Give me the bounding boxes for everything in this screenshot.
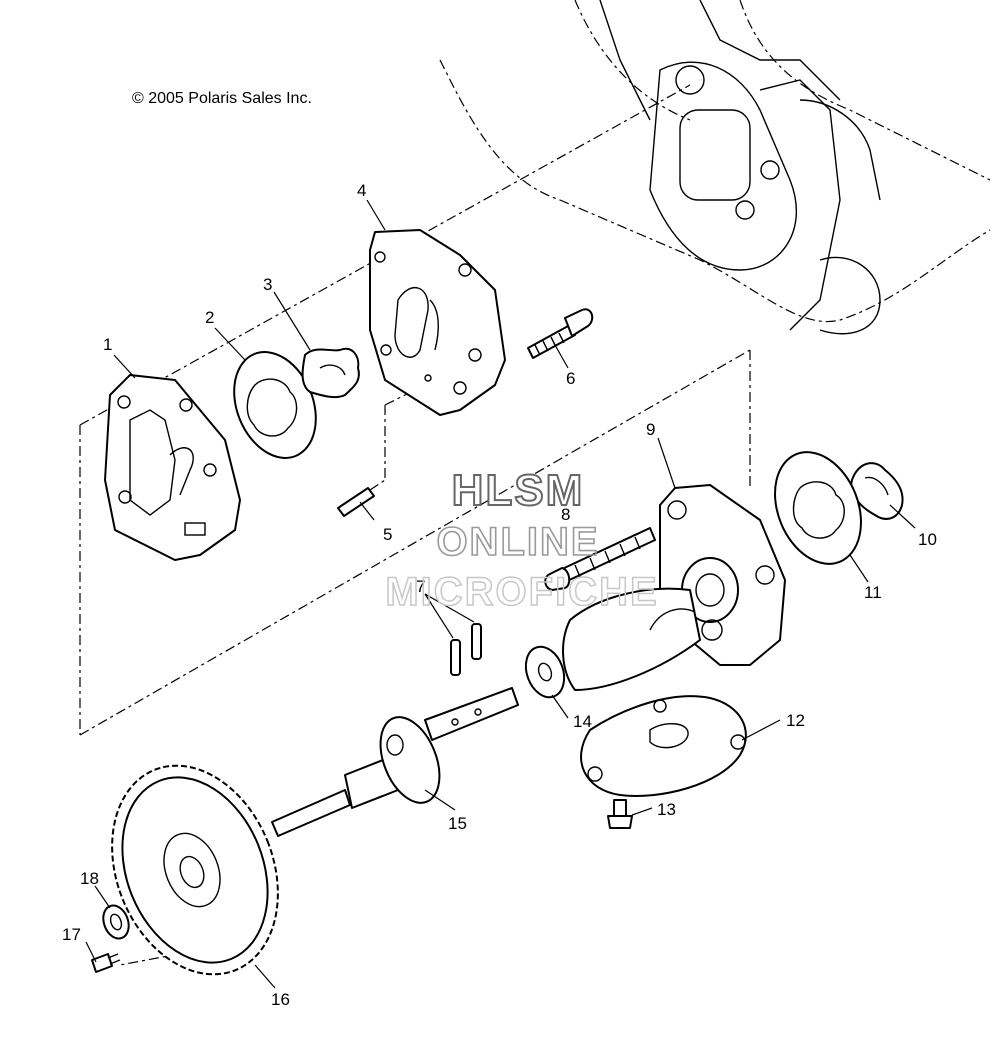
part-14-washer xyxy=(524,645,566,699)
part-8-bolt xyxy=(544,527,656,591)
callout-9: 9 xyxy=(646,420,655,439)
crankcase-housing xyxy=(439,0,991,335)
part-10-inner-rotor xyxy=(850,462,904,520)
leader-lines xyxy=(85,199,916,989)
watermark-line-3: MICROFICHE xyxy=(385,570,658,614)
copyright-notice: © 2005 Polaris Sales Inc. xyxy=(132,90,312,107)
callout-1: 1 xyxy=(103,335,112,354)
callout-8: 8 xyxy=(561,505,570,524)
callout-5: 5 xyxy=(383,525,392,544)
part-16-gear xyxy=(111,764,279,976)
callout-2: 2 xyxy=(205,308,214,327)
watermark: HLSM ONLINE MICROFICHE xyxy=(385,465,658,615)
part-13-screw xyxy=(607,799,633,829)
part-1-pump-body xyxy=(104,374,241,561)
callout-13: 13 xyxy=(657,800,676,819)
part-5-pin xyxy=(337,487,375,517)
part-12-gasket xyxy=(580,695,747,797)
callout-10: 10 xyxy=(918,530,937,549)
part-9-pump-cover xyxy=(562,484,786,691)
part-6-screw xyxy=(527,308,594,359)
callout-6: 6 xyxy=(566,369,575,388)
part-17-screw xyxy=(91,953,121,973)
part-15-shaft xyxy=(271,687,519,837)
callout-4: 4 xyxy=(357,181,366,200)
watermark-line-1: HLSM xyxy=(452,466,585,515)
callouts: 1 2 3 4 5 6 7 8 9 10 11 12 13 14 15 16 1… xyxy=(62,181,937,1009)
callout-11: 11 xyxy=(864,583,882,602)
callout-16: 16 xyxy=(271,990,290,1009)
part-7-pins xyxy=(424,593,482,676)
callout-18: 18 xyxy=(80,869,99,888)
watermark-line-2: ONLINE xyxy=(436,520,599,564)
callout-17: 17 xyxy=(62,925,81,944)
part-3-inner-rotor xyxy=(301,347,360,399)
part-11-outer-rotor xyxy=(774,451,862,565)
callout-14: 14 xyxy=(573,712,592,731)
callout-3: 3 xyxy=(263,275,272,294)
part-18-washer xyxy=(102,904,130,940)
part-4-pump-plate xyxy=(369,229,506,416)
callout-7: 7 xyxy=(416,577,425,596)
callout-15: 15 xyxy=(448,814,467,833)
callout-12: 12 xyxy=(786,711,805,730)
